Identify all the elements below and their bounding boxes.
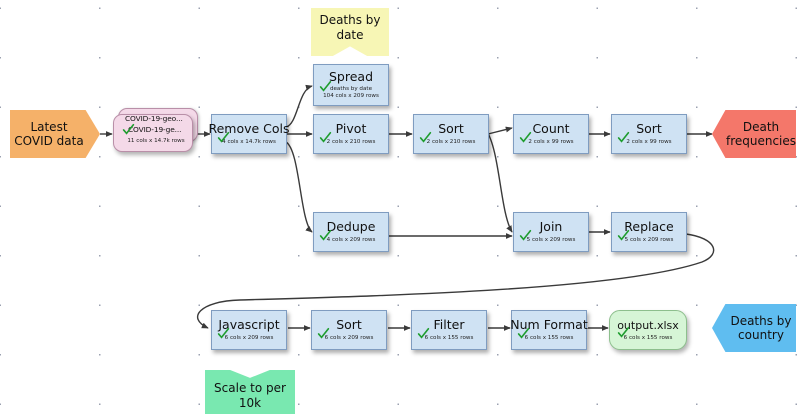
node-replace[interactable]: Replace 5 cols x 209 rows bbox=[611, 212, 687, 252]
terminal-source-line1: Latest bbox=[30, 120, 68, 134]
node-dedupe-title: Dedupe bbox=[326, 219, 376, 234]
note-deaths-by-date[interactable]: Deaths by date bbox=[311, 8, 389, 56]
output-file-stats: 6 cols x 155 rows bbox=[623, 335, 673, 341]
node-num-format-stats: 6 cols x 155 rows bbox=[524, 335, 574, 341]
node-filter-title: Filter bbox=[433, 317, 465, 332]
edge-sort-1-to-count bbox=[487, 126, 513, 135]
node-spread-note: deaths by date bbox=[329, 86, 373, 92]
node-remove-cols-stats: 4 cols x 14.7k rows bbox=[222, 139, 276, 145]
edge-remove-cols-to-spread bbox=[285, 84, 313, 128]
node-replace-title: Replace bbox=[624, 219, 674, 234]
node-sort-1-stats: 2 cols x 210 rows bbox=[426, 139, 476, 145]
node-filter[interactable]: Filter 6 cols x 155 rows bbox=[411, 310, 487, 350]
node-pivot-title: Pivot bbox=[335, 121, 367, 136]
terminal-sink-bottom-line2: country bbox=[738, 328, 784, 342]
node-join-title: Join bbox=[539, 219, 563, 234]
node-spread[interactable]: Spread deaths by date 104 cols x 209 row… bbox=[313, 64, 389, 106]
node-dedupe-stats: 4 cols x 209 rows bbox=[326, 237, 376, 243]
node-sort-1-title: Sort bbox=[438, 121, 464, 136]
terminal-deaths-by-country[interactable]: Deaths by country bbox=[712, 304, 796, 352]
node-sort-3[interactable]: Sort 6 cols x 209 rows bbox=[311, 310, 387, 350]
node-count[interactable]: Count 2 cols x 99 rows bbox=[513, 114, 589, 154]
node-sort-3-stats: 6 cols x 209 rows bbox=[324, 335, 374, 341]
terminal-latest-covid-data[interactable]: Latest COVID data bbox=[10, 110, 100, 158]
node-num-format-title: Num Format bbox=[510, 317, 588, 332]
note-yellow-line1: Deaths by bbox=[319, 13, 381, 27]
input-file-stats: 11 cols x 14.7k rows bbox=[127, 138, 185, 144]
node-sort-2-stats: 2 cols x 99 rows bbox=[626, 139, 672, 145]
node-sort-3-title: Sort bbox=[336, 317, 362, 332]
note-green-line2: 10k bbox=[238, 396, 262, 410]
input-file-line1: COVID-19-geo... bbox=[125, 114, 183, 123]
node-join-stats: 5 cols x 209 rows bbox=[526, 237, 576, 243]
terminal-source-line2: COVID data bbox=[14, 134, 84, 148]
node-count-title: Count bbox=[532, 121, 570, 136]
node-spread-stats: 104 cols x 209 rows bbox=[323, 93, 379, 99]
note-scale-to-per-10k[interactable]: Scale to per 10k bbox=[205, 370, 295, 414]
edge-remove-cols-to-dedupe bbox=[285, 141, 313, 233]
note-yellow-line2: date bbox=[336, 28, 364, 42]
node-count-stats: 2 cols x 99 rows bbox=[528, 139, 574, 145]
node-remove-cols-title: Remove Cols bbox=[208, 121, 290, 136]
node-javascript-title: Javascript bbox=[218, 317, 280, 332]
node-sort-1[interactable]: Sort 2 cols x 210 rows bbox=[413, 114, 489, 154]
node-join[interactable]: Join 5 cols x 209 rows bbox=[513, 212, 589, 252]
node-remove-cols[interactable]: Remove Cols 4 cols x 14.7k rows bbox=[208, 114, 290, 154]
node-spread-title: Spread bbox=[328, 69, 374, 84]
node-filter-stats: 6 cols x 155 rows bbox=[424, 335, 474, 341]
input-file-line2: COVID-19-ge... bbox=[128, 125, 182, 134]
input-file-node[interactable]: COVID-19-geo... COVID-19-ge... 11 cols x… bbox=[113, 108, 199, 154]
node-replace-stats: 5 cols x 209 rows bbox=[624, 237, 674, 243]
terminal-sink-top-line1: Death bbox=[742, 120, 780, 134]
output-file-node[interactable]: output.xlsx 6 cols x 155 rows bbox=[609, 310, 687, 350]
node-javascript[interactable]: Javascript 6 cols x 209 rows bbox=[211, 310, 287, 350]
node-sort-2-title: Sort bbox=[636, 121, 662, 136]
node-dedupe[interactable]: Dedupe 4 cols x 209 rows bbox=[313, 212, 389, 252]
node-sort-2[interactable]: Sort 2 cols x 99 rows bbox=[611, 114, 687, 154]
node-pivot-stats: 2 cols x 210 rows bbox=[326, 139, 376, 145]
note-green-line1: Scale to per bbox=[214, 381, 286, 395]
terminal-sink-bottom-line1: Deaths by bbox=[730, 314, 792, 328]
terminal-sink-top-line2: frequencies bbox=[725, 134, 797, 148]
node-javascript-stats: 6 cols x 209 rows bbox=[224, 335, 274, 341]
node-pivot[interactable]: Pivot 2 cols x 210 rows bbox=[313, 114, 389, 154]
terminal-death-frequencies[interactable]: Death frequencies bbox=[712, 110, 796, 158]
output-file-title: output.xlsx bbox=[617, 319, 679, 332]
node-num-format[interactable]: Num Format 6 cols x 155 rows bbox=[510, 310, 588, 350]
edge-sort-1-to-join bbox=[485, 129, 513, 233]
